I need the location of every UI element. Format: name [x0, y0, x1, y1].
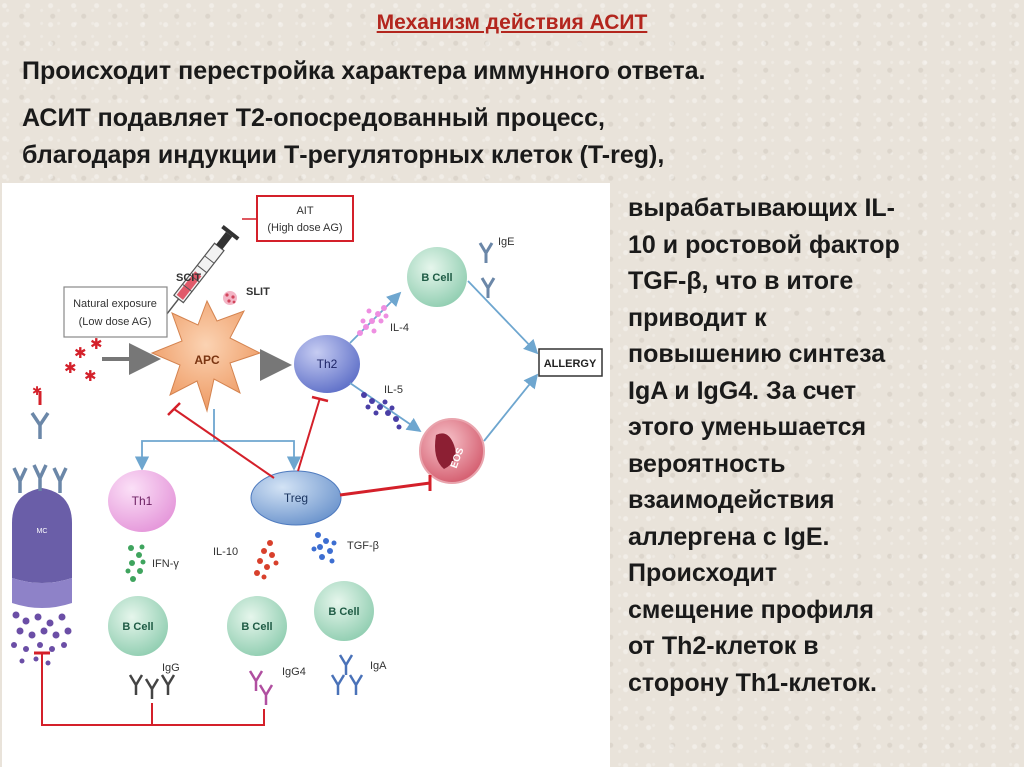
svg-text:✱: ✱	[64, 359, 77, 377]
th2-label: Th2	[317, 357, 338, 371]
th1-cell: Th1	[108, 470, 176, 532]
b-cell-igg: B Cell	[108, 596, 168, 656]
apc-inhibit-bar	[167, 402, 181, 416]
mast-cell-granules-icon	[11, 611, 72, 666]
right-line: IgA и IgG4. За счет	[628, 376, 857, 405]
ige-label: IgE	[498, 236, 515, 248]
iga-antibodies-icon	[330, 654, 364, 695]
diagram-canvas: AIT (High dose AG) SCIT SLIT Natural exp…	[11, 195, 603, 726]
mast-cell-allergen-star-icon: ✱	[32, 384, 42, 398]
intro-line-3: благодаря индукции Т-регуляторных клеток…	[22, 141, 665, 169]
natural-exposure-box: Natural exposure (Low dose AG)	[63, 286, 168, 338]
igg-blocks-mast-cell-line	[41, 653, 153, 726]
b-cell-label: B Cell	[241, 621, 272, 633]
right-line: взаимодействия	[628, 486, 835, 514]
eos-cell: EOS	[419, 418, 485, 484]
right-line: аллергена с IgE.	[628, 522, 830, 551]
ifng-label: IFN-γ	[152, 558, 179, 570]
right-line: от Th2-клеток в	[628, 632, 819, 660]
apc-to-th1-arrow	[134, 409, 215, 471]
treg-inhibits-apc-line	[173, 408, 275, 479]
th1-label: Th1	[132, 494, 153, 508]
svg-text:✱: ✱	[90, 335, 103, 353]
slide-title: Механизм действия АСИТ	[376, 11, 648, 34]
th2-to-eos-arrow	[349, 382, 422, 433]
b-cell-label: B Cell	[122, 621, 153, 633]
right-line: приводит к	[628, 303, 767, 332]
right-line: Происходит	[628, 559, 778, 587]
mc-label: MC	[37, 528, 48, 535]
igg4-antibodies-icon	[248, 670, 274, 705]
eos-to-allergy-arrow	[483, 373, 539, 442]
intro-line-1: Происходит перестройка характера иммунно…	[22, 57, 706, 85]
right-line: смещение профиля	[628, 595, 874, 624]
ifng-cytokines-icon	[125, 544, 146, 582]
b-cell-label: B Cell	[421, 272, 452, 284]
il10-cytokines-icon	[254, 540, 279, 580]
igg-antibodies-icon	[128, 674, 176, 699]
right-line: 10 и ростовой фактор	[628, 230, 900, 259]
right-line: этого уменьшается	[628, 413, 867, 441]
natural-sub-label: (Low dose AG)	[79, 316, 152, 328]
treg-cell: Treg	[250, 470, 342, 526]
th2-cell: Th2	[294, 335, 360, 393]
il5-label: IL-5	[384, 384, 403, 396]
tgfb-label: TGF-β	[347, 540, 379, 552]
mast-cell-ige-receptors-icon	[12, 412, 68, 493]
ait-box: AIT (High dose AG)	[256, 195, 354, 242]
treg-inhibits-th2-line	[297, 397, 321, 472]
right-line: сторону Th1-клеток.	[628, 668, 877, 697]
treg-label: Treg	[284, 491, 308, 505]
natural-label: Natural exposure	[73, 298, 157, 310]
right-paragraph: вырабатывающих IL- 10 и ростовой фактор …	[628, 190, 1008, 701]
il5-cytokines-icon	[361, 392, 402, 430]
right-line: вероятность	[628, 449, 786, 478]
igg4-blocks-mast-cell-line	[152, 709, 265, 726]
b-cell-iga: B Cell	[314, 581, 374, 641]
svg-text:✱: ✱	[84, 367, 97, 385]
iga-label: IgA	[370, 660, 387, 672]
ige-antibody-icon	[478, 242, 496, 298]
mast-cell: MC	[12, 488, 72, 608]
igg4-label: IgG4	[282, 666, 306, 678]
igg-label: IgG	[162, 662, 180, 674]
scit-label: SCIT	[176, 272, 201, 284]
apc-label: APC	[194, 353, 220, 367]
allergen-stars-icon: ✱✱✱✱	[64, 335, 103, 385]
apc-to-treg-arrow	[214, 440, 302, 471]
svg-text:✱: ✱	[74, 344, 87, 362]
b-cell-top: B Cell	[407, 247, 467, 307]
intro-line-2: АСИТ подавляет Т2-опосредованный процесс…	[22, 104, 605, 132]
tgfb-cytokines-icon	[311, 532, 337, 564]
ait-label: AIT	[296, 205, 313, 217]
il4-label: IL-4	[390, 322, 409, 334]
b-cell-label: B Cell	[328, 606, 359, 618]
ait-sub-label: (High dose AG)	[267, 222, 342, 234]
right-line: повышению синтеза	[628, 340, 886, 368]
treg-inhibits-eos-line	[339, 481, 431, 497]
th2-inhibit-bar	[311, 395, 329, 403]
allergy-label: ALLERGY	[544, 358, 597, 370]
apc-cell: APC	[150, 299, 262, 413]
right-line: TGF-β, что в итоге	[628, 267, 854, 295]
mechanism-diagram: AIT (High dose AG) SCIT SLIT Natural exp…	[2, 183, 610, 767]
allergy-box: ALLERGY	[538, 348, 603, 377]
th2-to-bcell-arrow	[349, 291, 402, 344]
slit-label: SLIT	[246, 286, 270, 298]
bcell-to-allergy-arrow	[467, 280, 539, 355]
il4-cytokines-icon	[357, 305, 389, 336]
b-cell-igg4: B Cell	[227, 596, 287, 656]
right-line: вырабатывающих IL-	[628, 194, 895, 222]
il10-label: IL-10	[213, 546, 238, 558]
slit-allergen-icon	[223, 291, 237, 305]
